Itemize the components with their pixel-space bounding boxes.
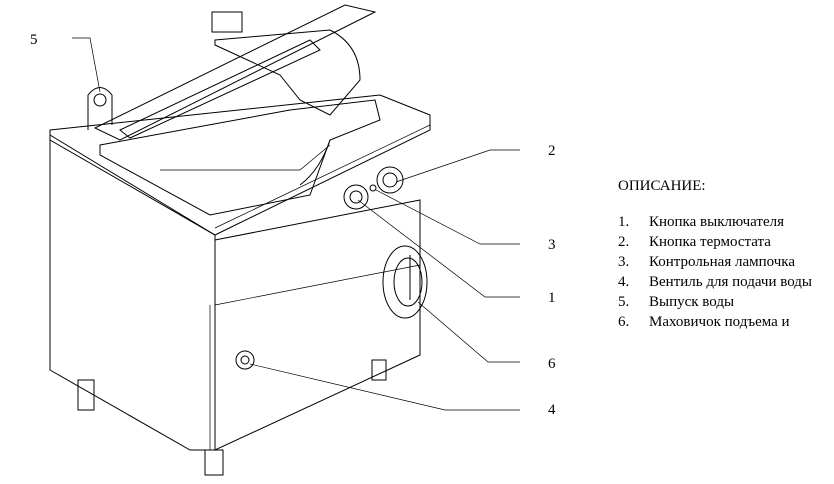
thermostat-knob <box>376 166 404 194</box>
legend-item: 3.Контрольная лампочка <box>618 254 796 270</box>
pan <box>99 99 381 216</box>
water-outlet <box>87 87 113 130</box>
legend-item: 4.Вентиль для подачи воды <box>618 274 812 290</box>
cabinet-front-panel <box>214 199 421 451</box>
cabinet-top <box>49 94 431 236</box>
cabinet <box>49 94 431 451</box>
leader-lines <box>72 37 520 411</box>
lid <box>93 4 377 141</box>
tilt-handwheel <box>382 245 428 319</box>
callout-3: 3 <box>548 237 556 253</box>
callout-5: 5 <box>30 32 38 48</box>
indicator-lamp <box>369 184 377 192</box>
legend: ОПИСАНИЕ: 1.Кнопка выключателя 2.Кнопка … <box>618 176 819 332</box>
switch-knob <box>343 184 369 210</box>
callout-6: 6 <box>548 356 556 372</box>
lid-hinge <box>211 11 243 33</box>
callout-1: 1 <box>548 290 556 306</box>
legend-title: ОПИСАНИЕ: <box>618 178 706 194</box>
cabinet-side-panel <box>49 134 216 451</box>
callout-4: 4 <box>548 402 556 418</box>
legend-item: 2.Кнопка термостата <box>618 234 771 250</box>
legend-item: 1.Кнопка выключателя <box>618 214 785 230</box>
callout-2: 2 <box>548 143 556 159</box>
water-valve <box>235 350 255 370</box>
legend-item: 6.Маховичок подъема и <box>618 314 790 330</box>
legs <box>77 359 387 476</box>
legend-item: 5.Выпуск воды <box>618 294 735 310</box>
